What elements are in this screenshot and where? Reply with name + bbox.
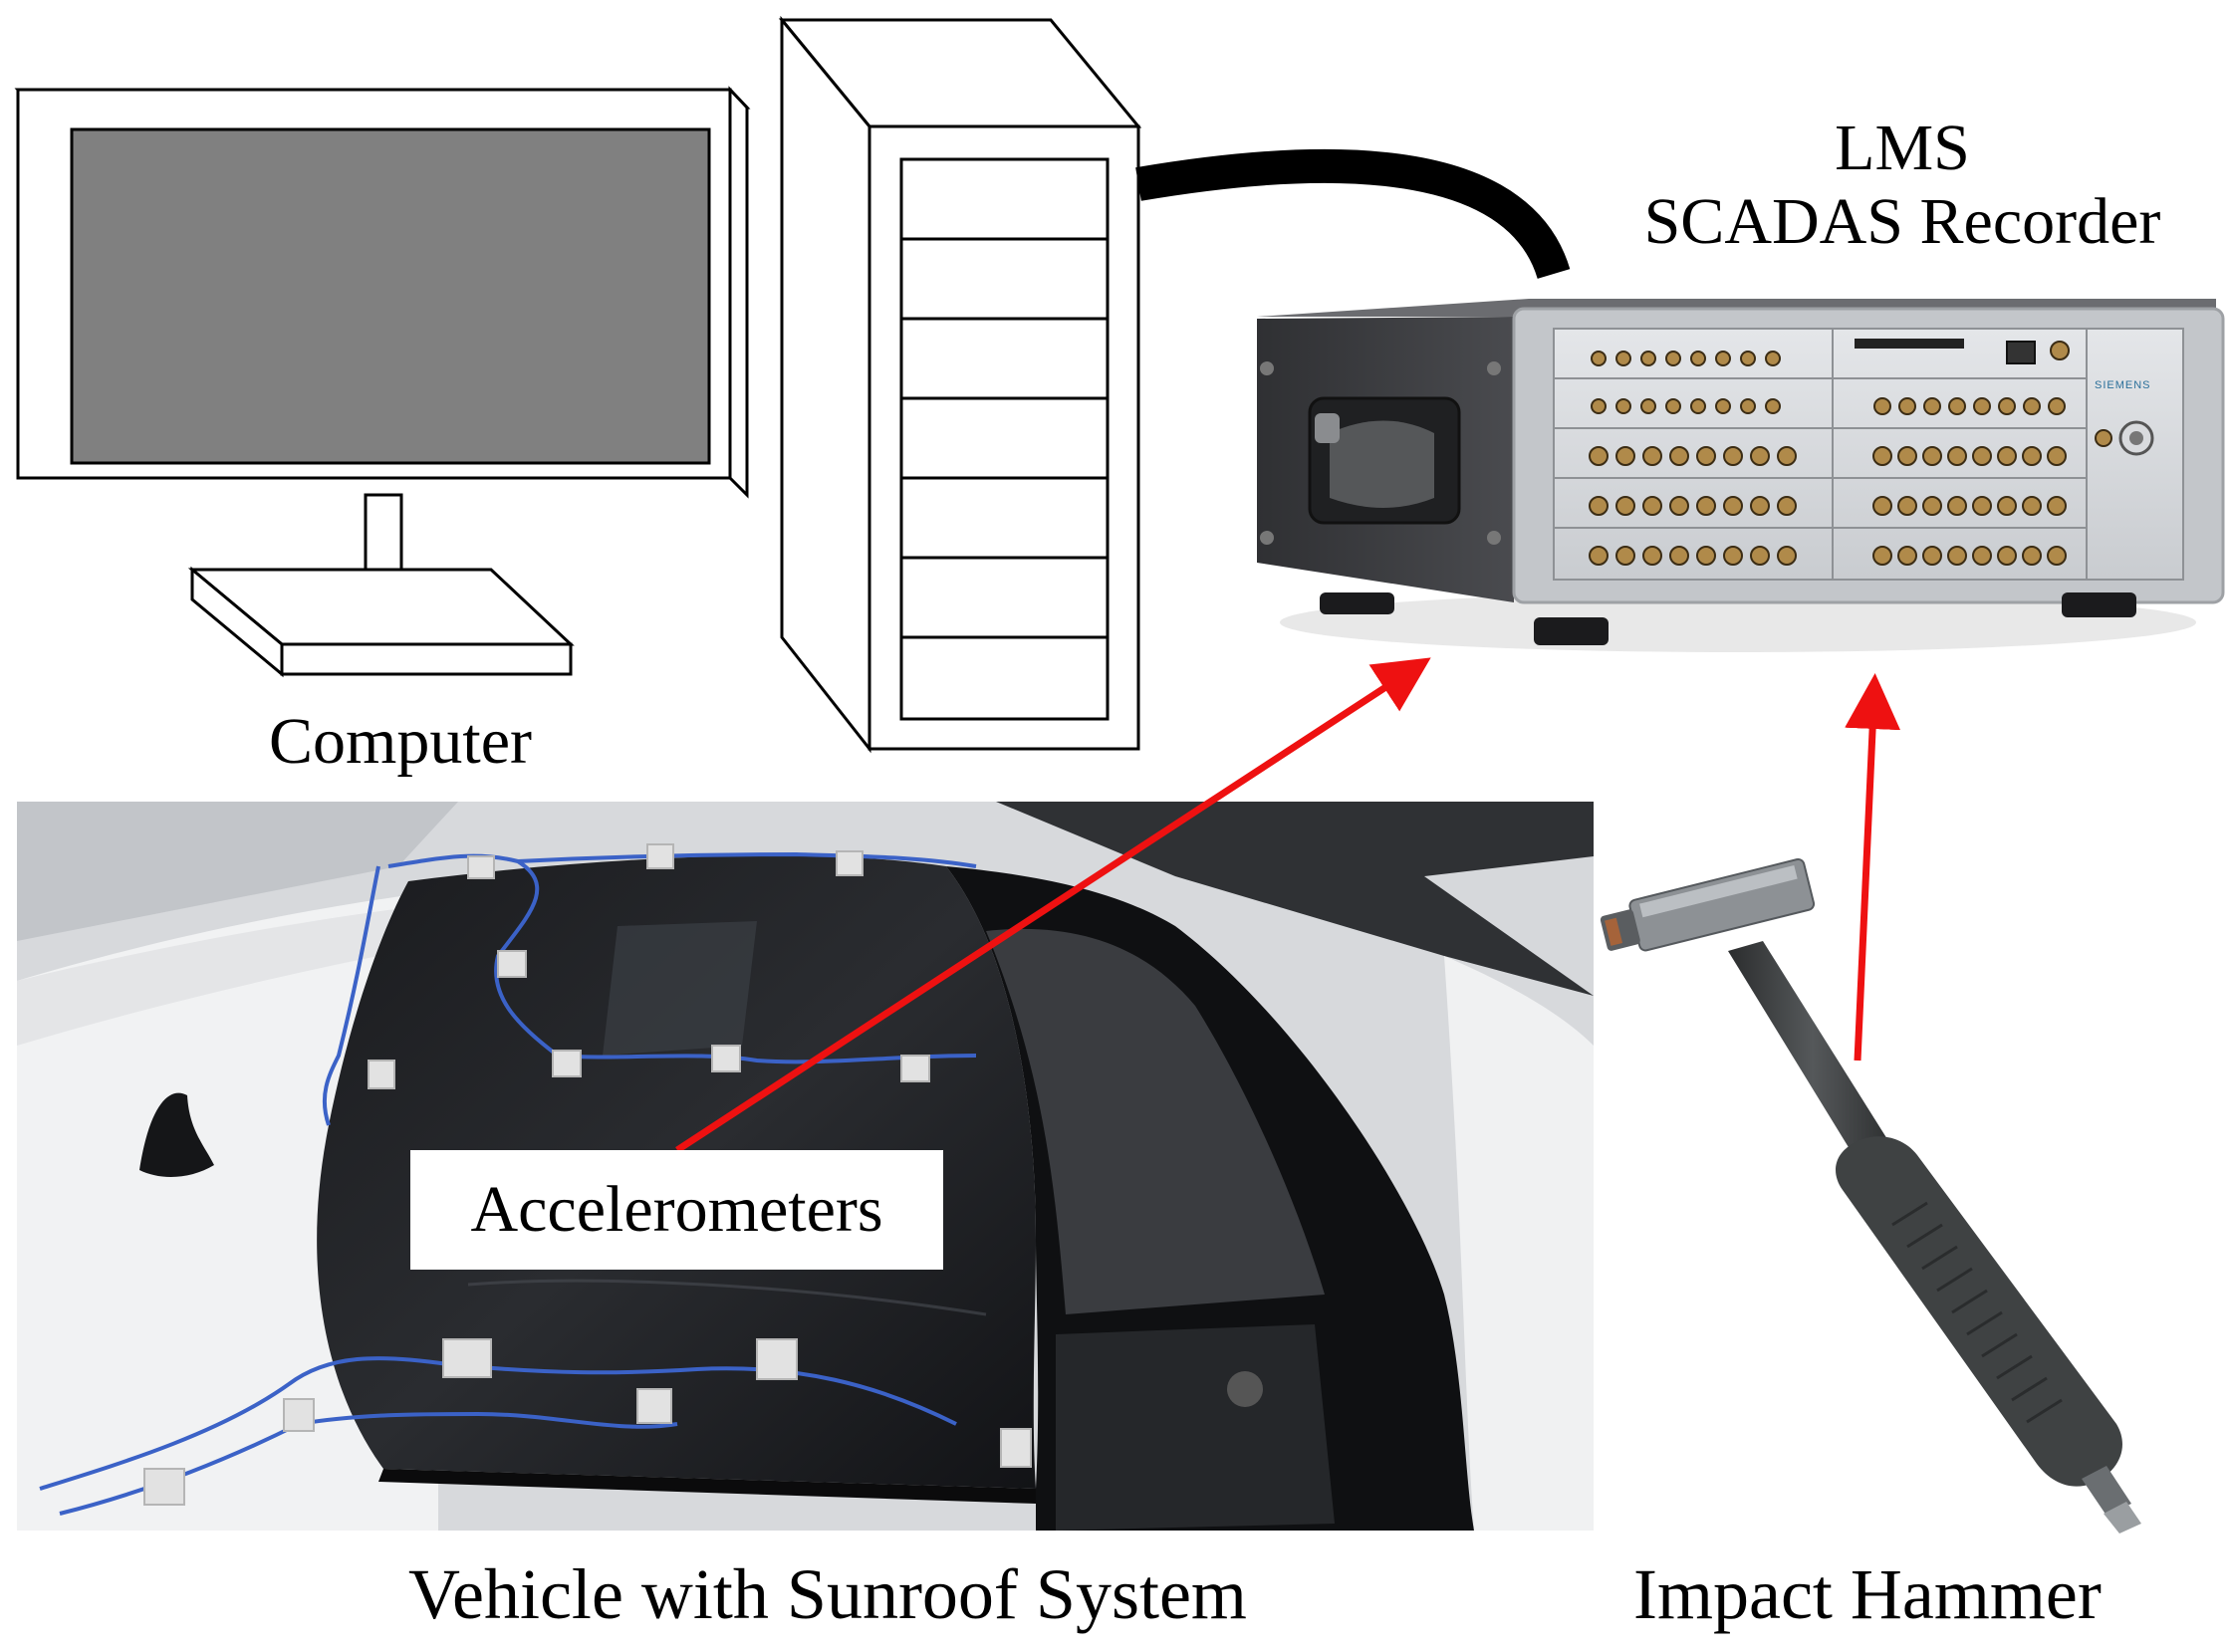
impact-hammer-photo: [1600, 857, 2141, 1534]
accelerometers-label-box: Accelerometers: [410, 1150, 943, 1270]
vehicle-label: Vehicle with Sunroof System: [408, 1554, 1247, 1634]
recorder-label: LMS SCADAS Recorder: [1604, 112, 2201, 259]
pc-tower-icon: [778, 15, 1142, 754]
recorder-label-line2: SCADAS Recorder: [1643, 184, 2161, 258]
accelerometers-label: Accelerometers: [470, 1173, 883, 1246]
arrow-accelerometers-to-recorder: [675, 657, 1431, 1153]
hammer-label: Impact Hammer: [1633, 1554, 2102, 1634]
monitor-icon: [14, 86, 751, 678]
siemens-brand-text: SIEMENS: [2095, 379, 2151, 391]
scadas-recorder-device: [1257, 299, 2225, 652]
monitor-screen: [70, 127, 711, 465]
recorder-label-line1: LMS: [1835, 112, 1970, 184]
data-cable: [1135, 148, 1571, 280]
arrow-hammer-to-recorder: [1845, 673, 1901, 1062]
computer-label: Computer: [269, 705, 532, 778]
